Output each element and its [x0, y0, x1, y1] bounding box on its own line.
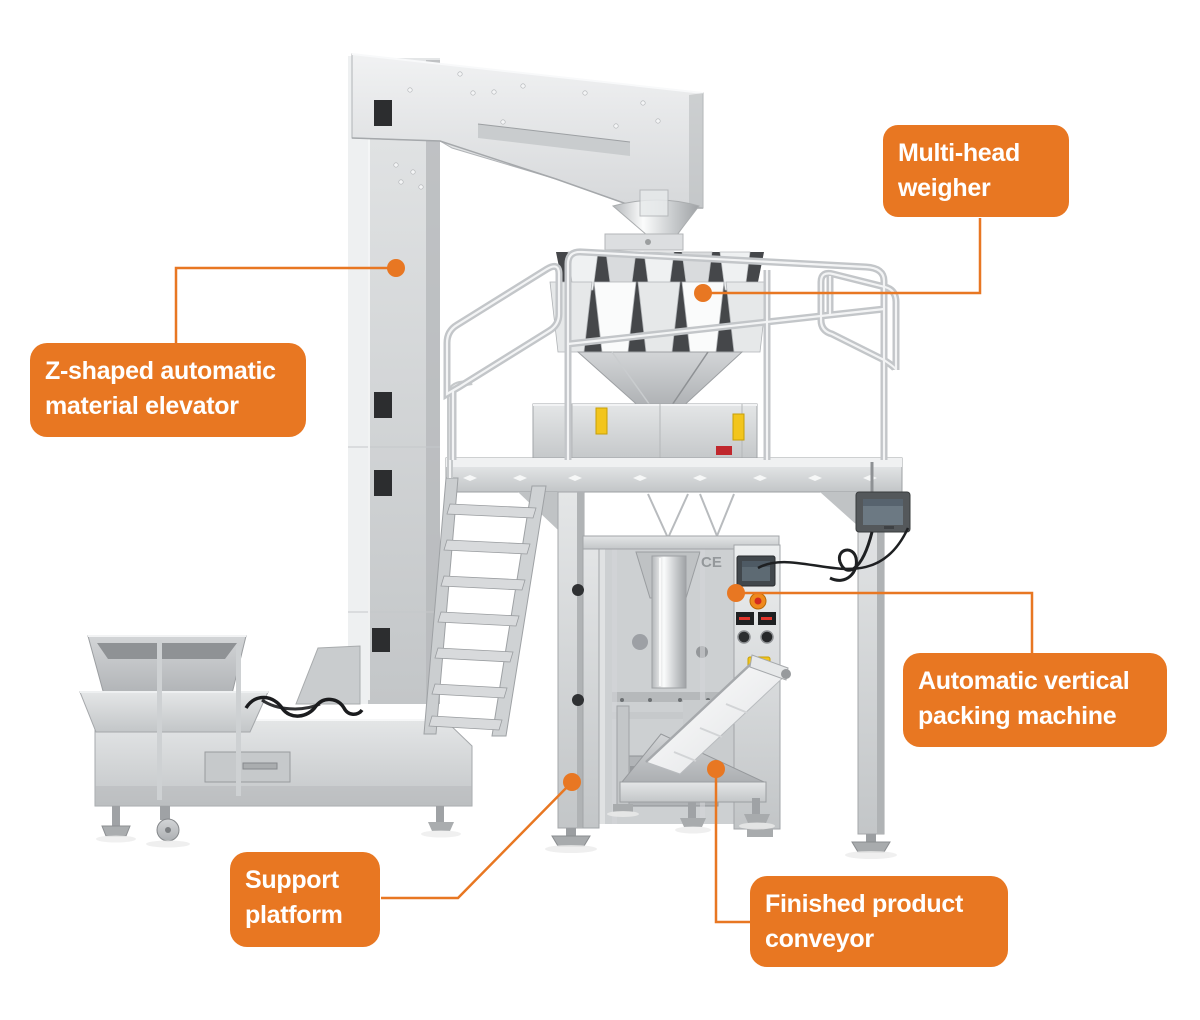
warning-tag — [595, 407, 608, 435]
rivets — [393, 71, 661, 190]
callout-vertical-packing-machine: Automatic vertical packing machine — [903, 653, 1167, 747]
floor-shadows — [96, 811, 897, 859]
hmi-screen-illustration — [757, 462, 911, 582]
callout-z-shaped-elevator: Z-shaped automatic material elevator — [30, 343, 306, 437]
feed-hopper-base-illustration — [79, 635, 473, 842]
callout-finished-product-conveyor: Finished product conveyor — [750, 876, 1008, 967]
callout-line: conveyor — [765, 925, 874, 953]
guard-railings-illustration — [443, 248, 900, 460]
callout-line: packing machine — [918, 702, 1117, 730]
brand-tag — [716, 446, 732, 455]
stairs — [423, 379, 547, 737]
callout-line: Z-shaped automatic — [45, 357, 276, 385]
connector-dot-packing-machine — [727, 584, 745, 602]
bag-former — [647, 493, 689, 541]
connector-dot-support-platform — [563, 773, 581, 791]
connector-z-elevator — [174, 266, 396, 344]
callout-line: Multi-head — [898, 139, 1020, 167]
elevator-hinges — [372, 100, 392, 652]
callout-support-platform: Support platform — [230, 852, 380, 947]
forming-tube — [651, 555, 687, 689]
callout-connectors — [174, 218, 1034, 924]
ce-mark: CE — [701, 554, 722, 571]
callout-line: Finished product — [765, 890, 963, 918]
bag-former — [699, 493, 735, 539]
weigher-discharge-cone — [576, 351, 744, 411]
connector-dot-z-elevator — [387, 259, 405, 277]
callout-multi-head-weigher: Multi-head weigher — [883, 125, 1069, 217]
callout-line: Automatic vertical — [918, 667, 1130, 695]
connector-dot-multi-head-weigher — [694, 284, 712, 302]
hmi-cable — [757, 527, 910, 571]
callout-line: platform — [245, 901, 343, 929]
connector-support-platform — [381, 781, 573, 900]
product-conveyor-illustration — [619, 654, 791, 827]
callout-line: weigher — [898, 174, 991, 202]
warning-tag — [732, 413, 745, 441]
callout-line: Support — [245, 866, 339, 894]
connector-multi-head-weigher — [703, 218, 982, 295]
connector-packing-machine — [736, 591, 1034, 654]
callout-line: material elevator — [45, 392, 239, 420]
connector-dot-product-conveyor — [707, 760, 725, 778]
hmi-cable — [829, 531, 874, 582]
connector-product-conveyor — [714, 769, 750, 924]
